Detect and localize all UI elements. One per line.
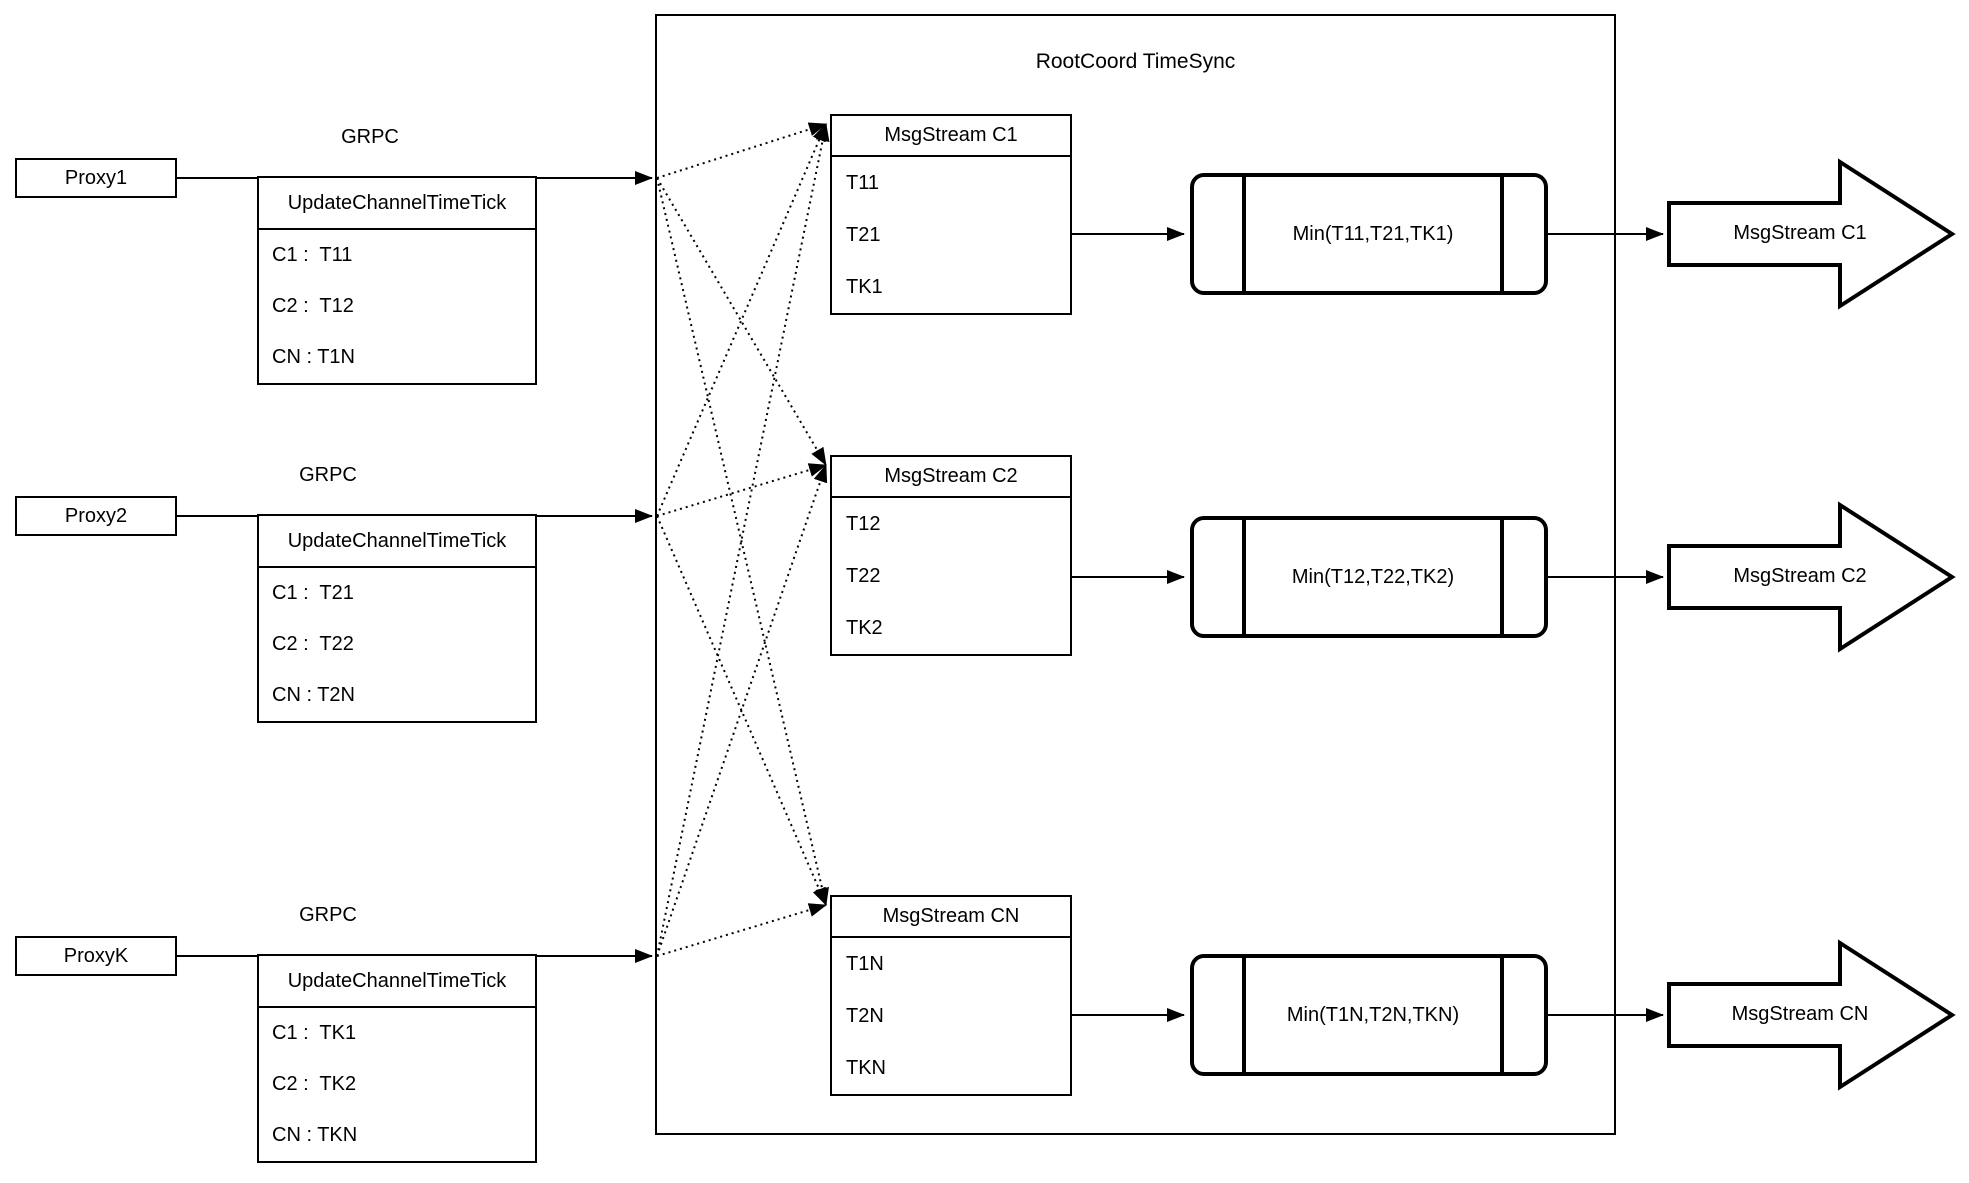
table-header: UpdateChannelTimeTick: [259, 178, 535, 230]
table-header: MsgStream CN: [832, 897, 1070, 938]
proxy-label: ProxyK: [63, 944, 129, 967]
table-row: T11: [846, 171, 879, 194]
table-row: CN : T2N: [272, 684, 355, 706]
table-row: CN : T1N: [272, 346, 355, 368]
table-row: CN : TKN: [272, 1124, 358, 1146]
rootcoord-title: RootCoord TimeSync: [1035, 50, 1236, 73]
table-header: MsgStream C2: [832, 457, 1070, 498]
table-header: MsgStream C1: [832, 116, 1070, 157]
msgstream-table-3: MsgStream CN T1N T2N TKN: [830, 895, 1072, 1096]
table-header: UpdateChannelTimeTick: [259, 516, 535, 568]
proxy-label: Proxy1: [64, 166, 128, 189]
min-box-3: Min(T1N,T2N,TKN): [1190, 954, 1548, 1076]
min-box-1: Min(T11,T21,TK1): [1190, 173, 1548, 295]
table-row: C2 : T12: [272, 295, 354, 317]
proxy-box-2: Proxy2: [15, 496, 177, 536]
rootcoord-container: RootCoord TimeSync: [655, 14, 1616, 1135]
table-row: T2N: [846, 1004, 884, 1027]
table-row: C2 : TK2: [272, 1073, 357, 1095]
min-box-divider: [1242, 177, 1246, 291]
output-arrow-label-2: MsgStream C2: [1733, 565, 1867, 587]
update-channel-table-3: UpdateChannelTimeTick C1 : TK1 C2 : TK2 …: [257, 954, 537, 1163]
table-row: T22: [846, 564, 881, 587]
table-row: T1N: [846, 952, 884, 975]
table-row: C1 : TK1: [272, 1022, 357, 1044]
grpc-label-3: GRPC: [299, 904, 357, 926]
min-to-output-lines: [1548, 227, 1664, 1022]
grpc-label-2: GRPC: [299, 464, 357, 486]
table-row: C2 : T22: [272, 633, 354, 655]
table-to-min-lines: [1072, 227, 1185, 1022]
update-channel-table-2: UpdateChannelTimeTick C1 : T21 C2 : T22 …: [257, 514, 537, 723]
min-box-divider: [1242, 520, 1246, 634]
table-row: T12: [846, 512, 881, 535]
table-row: C1 : T21: [272, 582, 354, 604]
proxy-box-3: ProxyK: [15, 936, 177, 976]
min-label: Min(T1N,T2N,TKN): [1286, 1003, 1460, 1026]
table-header: UpdateChannelTimeTick: [259, 956, 535, 1008]
min-box-divider: [1500, 520, 1504, 634]
output-block-arrows: [1667, 158, 1956, 1091]
proxy-box-1: Proxy1: [15, 158, 177, 198]
msgstream-table-1: MsgStream C1 T11 T21 TK1: [830, 114, 1072, 315]
fanout-dotted-lines: [656, 122, 830, 957]
min-box-divider: [1500, 177, 1504, 291]
min-box-divider: [1242, 958, 1246, 1072]
table-row: TK1: [846, 275, 883, 298]
grpc-label-1: GRPC: [341, 126, 399, 148]
output-arrow-label-1: MsgStream C1: [1733, 222, 1867, 244]
table-row: C1 : T11: [272, 244, 353, 266]
min-label: Min(T11,T21,TK1): [1292, 222, 1454, 245]
table-row: T21: [846, 223, 881, 246]
msgstream-table-2: MsgStream C2 T12 T22 TK2: [830, 455, 1072, 656]
table-row: TK2: [846, 616, 883, 639]
proxy-label: Proxy2: [64, 504, 128, 527]
min-box-2: Min(T12,T22,TK2): [1190, 516, 1548, 638]
min-box-divider: [1500, 958, 1504, 1072]
output-arrow-label-3: MsgStream CN: [1731, 1003, 1869, 1025]
table-row: TKN: [846, 1056, 886, 1079]
min-label: Min(T12,T22,TK2): [1291, 565, 1455, 588]
update-channel-table-1: UpdateChannelTimeTick C1 : T11 C2 : T12 …: [257, 176, 537, 385]
